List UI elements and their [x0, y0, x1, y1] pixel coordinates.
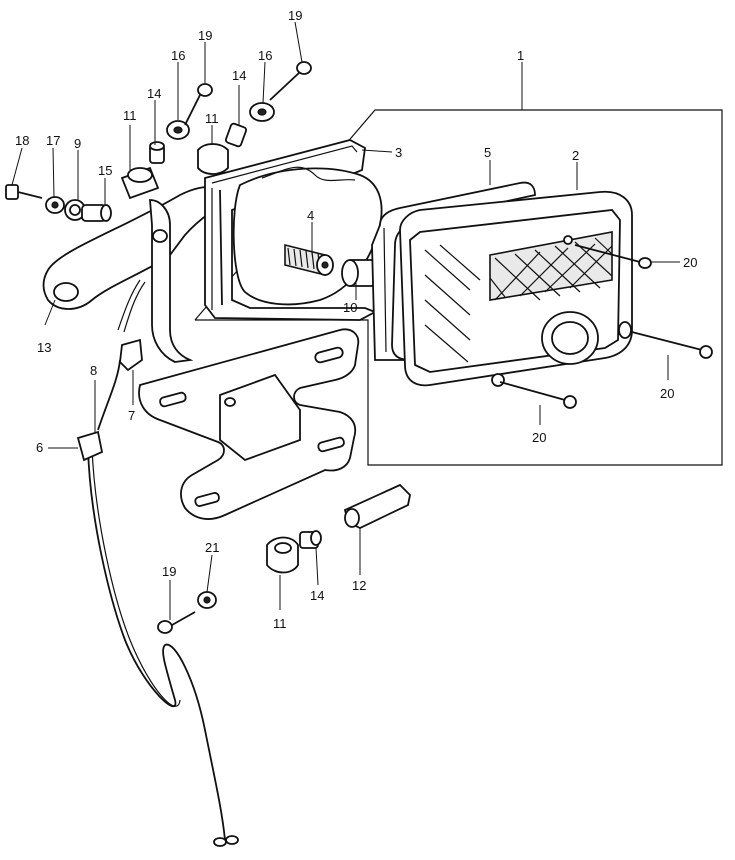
callout-11-a: 11: [123, 108, 137, 123]
callout-7: 7: [128, 408, 135, 423]
callout-14-c: 14: [310, 588, 324, 603]
callout-20-c: 20: [532, 430, 546, 445]
callout-13: 13: [37, 340, 51, 355]
callout-6: 6: [36, 440, 43, 455]
callout-14-b: 14: [232, 68, 246, 83]
callout-8: 8: [90, 363, 97, 378]
callout-5: 5: [484, 145, 491, 160]
mounting-arm: [42, 186, 234, 363]
callout-3: 3: [395, 145, 402, 160]
callout-12: 12: [352, 578, 366, 593]
callout-2: 2: [572, 148, 579, 163]
small-hardware: [5, 61, 312, 222]
callout-11-b: 11: [205, 111, 219, 126]
callout-16-b: 16: [258, 48, 272, 63]
callout-20-b: 20: [660, 386, 674, 401]
callout-16-a: 16: [171, 48, 185, 63]
leader-lines: [11, 21, 680, 620]
license-bracket: [138, 328, 360, 520]
callout-11-c: 11: [273, 616, 287, 631]
callout-4: 4: [307, 208, 314, 223]
callout-15: 15: [98, 163, 112, 178]
callout-19-a: 19: [198, 28, 212, 43]
callout-19-b: 19: [288, 8, 302, 23]
callout-20-a: 20: [683, 255, 697, 270]
callout-18: 18: [15, 133, 29, 148]
callout-17: 17: [46, 133, 60, 148]
wiring-harness: [76, 279, 239, 847]
bulb: [341, 259, 392, 287]
callout-10: 10: [343, 300, 357, 315]
callout-1: 1: [517, 48, 524, 63]
callout-9: 9: [74, 136, 81, 151]
lens-screws: [499, 244, 713, 409]
lower-hardware: [157, 483, 411, 634]
callout-21: 21: [205, 540, 219, 555]
tail-light-lens: [399, 190, 633, 387]
callout-19-c: 19: [162, 564, 176, 579]
callout-labels: 1 2 3 4 5 6 7 8 9 10 11 11 11 12 13 14 1…: [15, 8, 697, 631]
callout-14-a: 14: [147, 86, 161, 101]
